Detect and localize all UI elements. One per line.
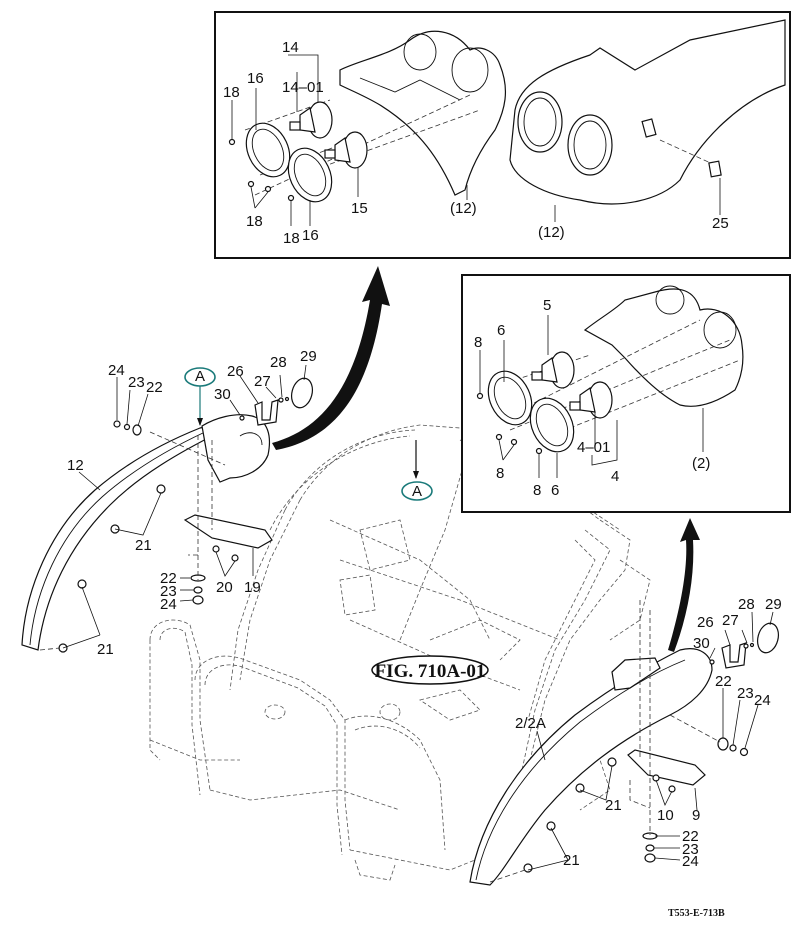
callout-21-upper: 21: [135, 537, 152, 554]
callout-4: 4: [611, 468, 619, 485]
callout-22-right-bottom: 22: [682, 828, 699, 845]
callout-29: 29: [300, 348, 317, 365]
bracket-9: [627, 749, 706, 786]
washer-22: [132, 424, 142, 436]
view-label-a-cab: A: [412, 483, 422, 500]
callout-28-right: 28: [738, 596, 755, 613]
callout-8-pair: 8: [496, 465, 504, 482]
callout-24-bottom: 24: [160, 596, 177, 613]
arrow-to-top-inset: [272, 266, 390, 450]
callout-5: 5: [543, 297, 551, 314]
callout-24-right-bottom: 24: [682, 853, 699, 870]
callout-15: 15: [351, 200, 368, 217]
callout-6-lower: 6: [551, 482, 559, 499]
callout-16: 16: [247, 70, 264, 87]
callout-8-lower: 8: [533, 482, 541, 499]
lamp-29: [290, 377, 314, 409]
callout-25: 25: [712, 215, 729, 232]
callout-2-2a: 2/2A: [515, 715, 546, 732]
callout-4-01: 4–01: [577, 439, 610, 456]
bracket-19: [183, 514, 273, 549]
lamp-29-right: [756, 622, 780, 654]
callout-2-paren: (2): [692, 455, 710, 472]
callout-20: 20: [216, 579, 233, 596]
callout-28: 28: [270, 354, 287, 371]
figure-reference[interactable]: FIG. 710A-01: [371, 655, 489, 685]
callout-22-top: 22: [146, 379, 163, 396]
ring-6b: [529, 397, 575, 453]
callout-22-bottom: 22: [160, 570, 177, 587]
callout-30-right: 30: [693, 635, 710, 652]
left-fender-assembly: 12 24 23 22 26 27 28 29 30 21 21 22 23 2…: [21, 348, 317, 658]
callout-12-paren-b: (12): [538, 224, 565, 241]
callout-24-top: 24: [108, 362, 125, 379]
callout-14-01: 14–01: [282, 79, 324, 96]
callout-18-pair: 18: [246, 213, 263, 230]
bracket-26: [254, 399, 279, 426]
nut-24b: [192, 595, 204, 605]
callout-16-lower: 16: [302, 227, 319, 244]
callout-29-right: 29: [765, 596, 782, 613]
lockwasher-23b: [193, 586, 203, 594]
callout-9: 9: [692, 807, 700, 824]
left-lamp-housing: [201, 414, 271, 483]
lockwasher-23: [123, 423, 131, 431]
fender-12: [21, 424, 221, 651]
callout-21-right-upper: 21: [605, 797, 622, 814]
callout-21-lower: 21: [97, 641, 114, 658]
fender-lamp-housing-12: [339, 30, 506, 196]
callout-22-right-top: 22: [715, 673, 732, 690]
callout-30: 30: [214, 386, 231, 403]
callout-21-right-lower: 21: [563, 852, 580, 869]
callout-19: 19: [244, 579, 261, 596]
callout-14: 14: [282, 39, 299, 56]
bracket-26-right: [721, 642, 747, 669]
callout-8: 8: [474, 334, 482, 351]
callout-23-bottom: 23: [160, 583, 177, 600]
callout-10: 10: [657, 807, 674, 824]
figure-reference-label[interactable]: FIG. 710A-01: [375, 661, 486, 682]
callout-12: 12: [67, 457, 84, 474]
callout-26: 26: [227, 363, 244, 380]
callout-18: 18: [223, 84, 240, 101]
callout-27-right: 27: [722, 612, 739, 629]
reflector-25: [708, 160, 722, 178]
callout-24-right-top: 24: [754, 692, 771, 709]
right-fender-assembly: 2/2A 26 27 28 29 30 22 23 24 21 21 10 9 …: [469, 596, 782, 886]
lamp-opening-2: [567, 114, 613, 176]
washer-22-right: [717, 737, 729, 751]
lamp-opening-1: [517, 91, 563, 153]
callout-12-paren: (12): [450, 200, 477, 217]
fender-2-2a: [469, 648, 713, 886]
arrow-to-right-inset: [668, 518, 700, 652]
callout-23-right-bottom: 23: [682, 841, 699, 858]
callout-23-top: 23: [128, 374, 145, 391]
fender-lamp-housing-2: [583, 288, 744, 407]
callout-27: 27: [254, 373, 271, 390]
callout-23-right-top: 23: [737, 685, 754, 702]
callout-26-right: 26: [697, 614, 714, 631]
view-marker-a-cab: A: [401, 440, 433, 501]
inset-right-panel: 5 6 8 8 8 6 4–01 4 (2): [461, 274, 791, 513]
ring-16b: [287, 147, 333, 203]
nut-24: [113, 420, 121, 428]
callout-6: 6: [497, 322, 505, 339]
view-label-a-left: A: [195, 368, 205, 385]
inset-top-panel: 14 14–01 16 18 18 18 16 15 (12) (12) 25: [214, 11, 791, 259]
drawing-code: T553-E-713B: [668, 908, 725, 919]
callout-18-lower: 18: [283, 230, 300, 247]
ring-6: [487, 370, 533, 426]
right-step-bracket: [611, 657, 661, 691]
